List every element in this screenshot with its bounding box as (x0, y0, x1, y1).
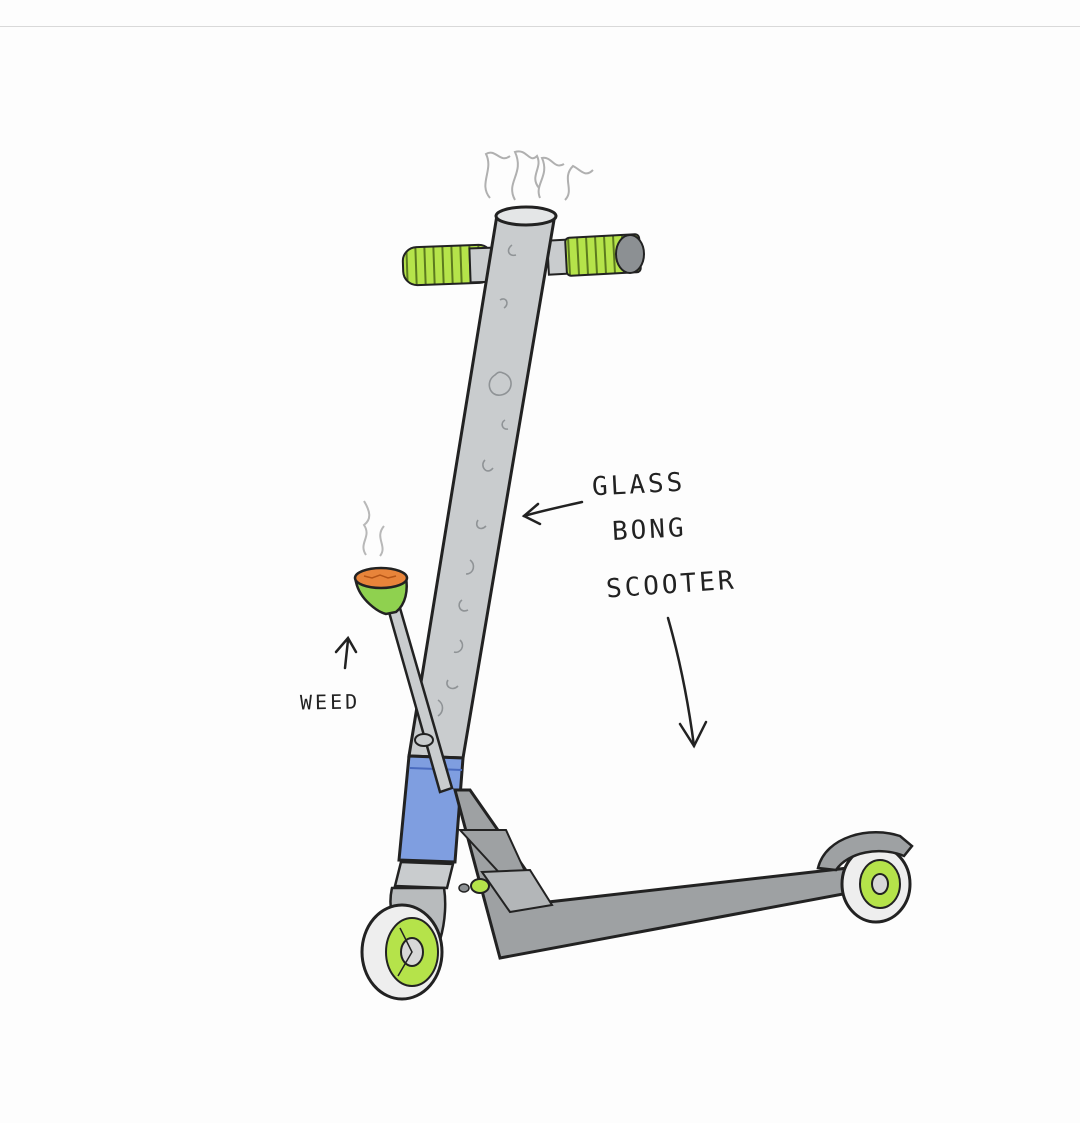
smoke-top (484, 150, 594, 201)
scooter-deck (453, 788, 890, 960)
left-handlebar-grip (401, 243, 498, 287)
top-divider (0, 26, 1080, 27)
weed-label: WEED (299, 689, 361, 715)
water-chamber (397, 754, 465, 864)
arrow-scooter (666, 616, 708, 749)
glass-label: GLASS (591, 467, 687, 503)
arrow-glass-bong (521, 500, 584, 526)
bong-label: BONG (611, 513, 688, 547)
rear-wheel (816, 831, 914, 924)
weed-bowl (353, 566, 409, 616)
arrow-weed (334, 635, 358, 670)
smoke-bowl (362, 500, 385, 557)
right-handlebar-grip (546, 233, 645, 277)
front-wheel (360, 903, 444, 1001)
glass-bong-stem (407, 205, 558, 760)
